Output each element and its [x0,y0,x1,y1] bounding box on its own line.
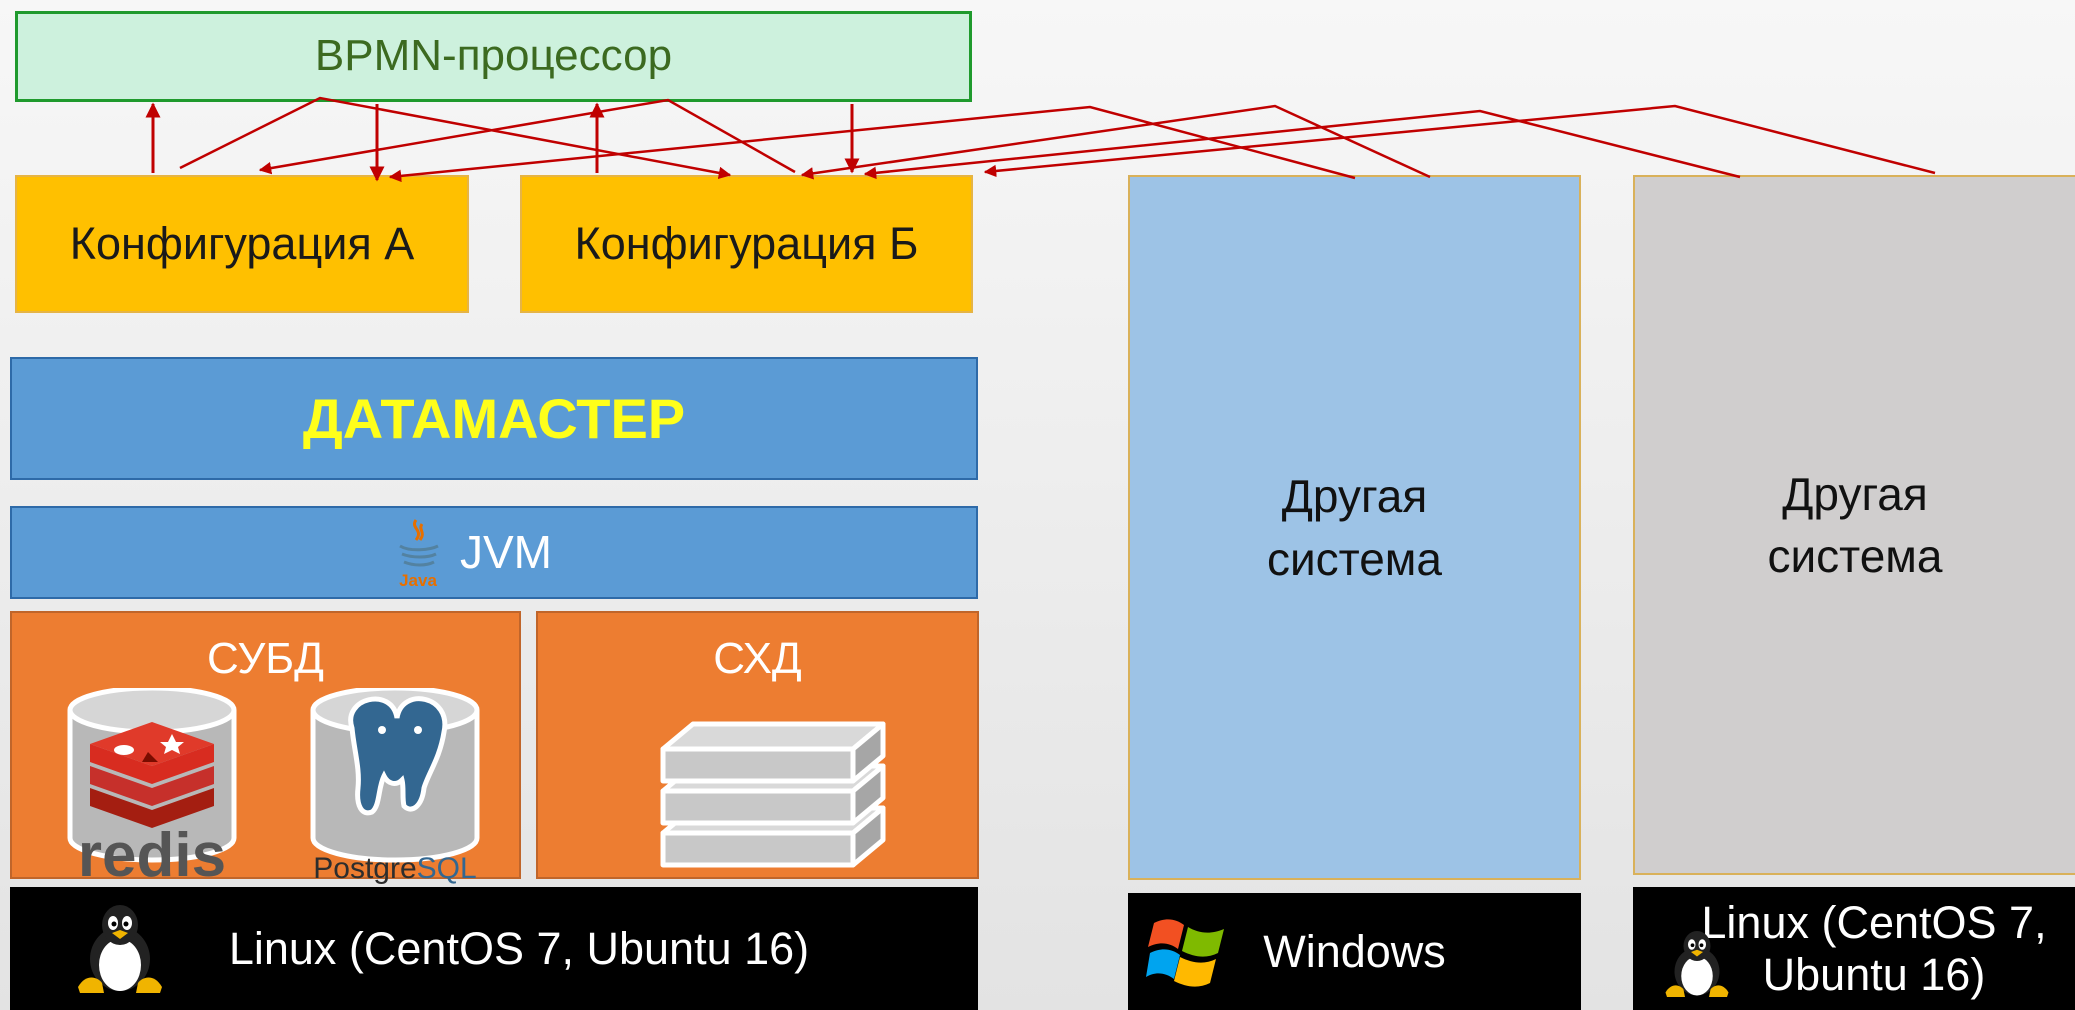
dbms-box: СУБД redis PostgreSQL [10,611,521,888]
storage-stack-icon [660,721,886,868]
os-windows-label: Windows [1263,925,1446,977]
java-logo-text: Java [399,571,437,590]
link-other-a-to-config-a [388,105,1356,183]
other-system-b-box: Другая система [1633,175,2075,875]
other-system-a-line1: Другая [1281,470,1428,523]
java-icon: Java [399,519,439,590]
dbms-logos: redis PostgreSQL [67,688,480,888]
other-system-a-box: Другая система [1128,175,1581,880]
config-a-label: Конфигурация А [69,218,415,269]
datamaster-box: ДАТАМАСТЕР [10,357,978,480]
other-system-b-label: Другая система [1767,463,1942,587]
link-other-a-to-config-b [800,104,1431,180]
dbms-label: СУБД [207,634,324,683]
os-linux-bar-right: Linux (CentOS 7, Ubuntu 16) [1633,887,2075,1010]
other-system-b-line1: Другая [1782,467,1928,520]
redis-icon: redis [67,688,237,888]
datamaster-label: ДАТАМАСТЕР [302,386,686,450]
linux-tux-icon-right [1665,931,1729,997]
storage-box: СХД [536,611,979,879]
other-system-b-line2: система [1767,530,1943,582]
os-linux-right-line2: Ubuntu 16) [1762,948,1986,1000]
bpmn-processor-label: BPMN-процессор [314,31,673,81]
bpmn-processor-box: BPMN-процессор [15,11,972,102]
os-linux-right-line1: Linux (CentOS 7, [1701,896,2047,948]
redis-logo-text: redis [78,821,226,888]
config-b-label: Конфигурация Б [574,218,919,269]
postgresql-icon: PostgreSQL [310,688,480,885]
linux-tux-icon [78,905,162,993]
other-system-a-label: Другая система [1267,465,1442,589]
os-windows-bar: Windows [1128,893,1581,1010]
config-b-box: Конфигурация Б [520,175,973,313]
os-linux-label: Linux (CentOS 7, Ubuntu 16) [228,922,810,974]
link-other-b-to-config-b-2 [983,104,1936,178]
jvm-box: Java JVM [10,506,978,599]
windows-icon [1146,919,1224,987]
link-b-to-a [258,98,796,175]
jvm-label: JVM [460,525,552,578]
os-linux-bar: Linux (CentOS 7, Ubuntu 16) [10,887,978,1010]
os-linux-right-label: Linux (CentOS 7, Ubuntu 16) [1701,897,2046,1001]
other-system-a-line2: система [1266,532,1443,585]
config-a-box: Конфигурация А [15,175,469,313]
storage-label: СХД [713,634,802,683]
link-a-to-b [179,96,732,180]
postgresql-logo-text: PostgreSQL [313,852,476,885]
link-other-b-to-config-b-1 [863,109,1741,180]
